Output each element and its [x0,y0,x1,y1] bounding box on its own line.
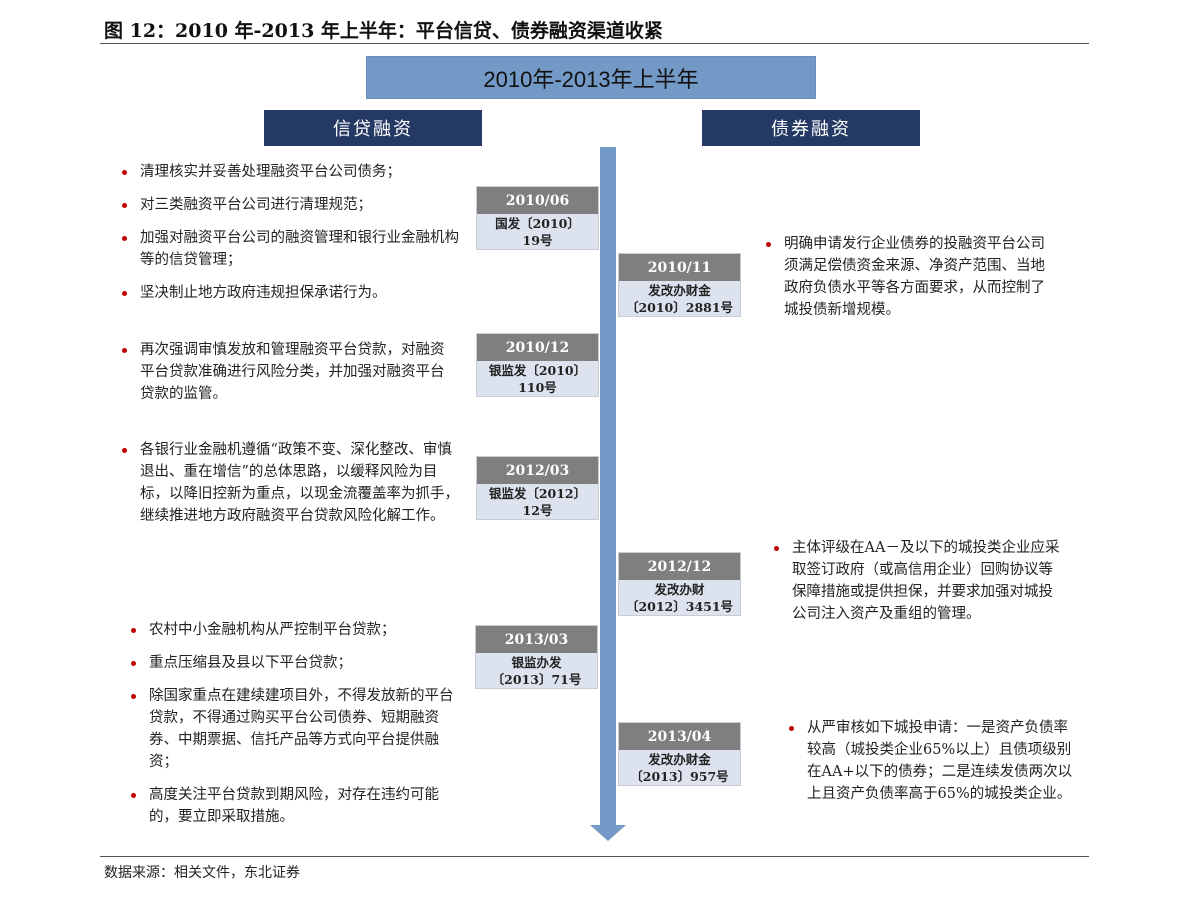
policy-item: 从严审核如下城投申请：一是资产负债率较高（城投类企业65%以上）且债项级别在AA… [789,717,1079,805]
policy-text-block: 主体评级在AA－及以下的城投类企业应采取签订政府（或高信用企业）回购协议等保障措… [774,537,1064,636]
timeline-box-2010-11: 2010/11 发改办财金〔2010〕2881号 [618,253,741,317]
credit-financing-header: 信贷融资 [264,110,482,146]
policy-item: 明确申请发行企业债券的投融资平台公司须满足偿债资金来源、净资产范围、当地政府负债… [766,233,1056,321]
box-date: 2012/12 [619,553,740,580]
figure-title: 图 12：2010 年-2013 年上半年：平台信贷、债券融资渠道收紧 [104,20,663,42]
policy-item: 除国家重点在建续建项目外，不得发放新的平台贷款，不得通过购买平台公司债券、短期融… [131,685,461,773]
timeline-box-2010-06: 2010/06 国发〔2010〕 19号 [476,186,599,250]
policy-item: 清理核实并妥善处理融资平台公司债务； [122,161,467,183]
timeline-box-2012-03: 2012/03 银监发〔2012〕 12号 [476,456,599,520]
source-note: 数据来源：相关文件，东北证券 [104,865,300,881]
doc-number: 国发〔2010〕 [495,216,580,231]
timeline-box-2013-04: 2013/04 发改办财金〔2013〕957号 [618,722,741,786]
bond-financing-header: 债券融资 [702,110,920,146]
policy-item: 对三类融资平台公司进行清理规范； [122,194,467,216]
doc-number: 银监发〔2010〕 [488,363,587,378]
box-date: 2010/12 [477,334,598,361]
doc-number: 发改办财金 [648,283,711,298]
doc-number: 12号 [522,503,553,518]
doc-number: 发改办财 [654,582,705,597]
policy-text-block: 明确申请发行企业债券的投融资平台公司须满足偿债资金来源、净资产范围、当地政府负债… [766,233,1056,332]
title-divider [100,43,1089,44]
footer-divider [100,856,1089,857]
policy-text-block: 再次强调审慎发放和管理融资平台贷款，对融资平台贷款准确进行风险分类，并加强对融资… [122,339,452,416]
timeline-box-2013-03: 2013/03 银监办发〔2013〕71号 [475,625,598,689]
policy-text-block: 各银行业金融机遵循“政策不变、深化整改、审慎退出、重在增信”的总体思路，以缓释风… [122,439,462,538]
doc-number: 〔2013〕957号 [630,769,729,784]
doc-number: 银监发〔2012〕 [488,486,587,501]
doc-number: 〔2013〕71号 [491,672,582,687]
policy-item: 加强对融资平台公司的融资管理和银行业金融机构等的信贷管理； [122,227,467,271]
timeline-box-2010-12: 2010/12 银监发〔2010〕 110号 [476,333,599,397]
doc-number: 发改办财金 [648,752,711,767]
doc-number: 〔2010〕2881号 [625,300,734,315]
doc-number: 110号 [518,380,557,395]
timeline-box-2012-12: 2012/12 发改办财〔2012〕3451号 [618,552,741,616]
policy-item: 再次强调审慎发放和管理融资平台贷款，对融资平台贷款准确进行风险分类，并加强对融资… [122,339,452,405]
main-header: 2010年-2013年上半年 [366,56,816,99]
policy-text-block: 农村中小金融机构从严控制平台贷款； 重点压缩县及县以下平台贷款； 除国家重点在建… [131,619,461,839]
policy-item: 农村中小金融机构从严控制平台贷款； [131,619,461,641]
policy-item: 各银行业金融机遵循“政策不变、深化整改、审慎退出、重在增信”的总体思路，以缓释风… [122,439,462,527]
doc-number: 19号 [522,233,553,248]
box-date: 2013/03 [476,626,597,653]
policy-item: 高度关注平台贷款到期风险，对存在违约可能的，要立即采取措施。 [131,784,461,828]
box-date: 2013/04 [619,723,740,750]
box-date: 2010/11 [619,254,740,281]
doc-number: 〔2012〕3451号 [625,599,734,614]
box-date: 2012/03 [477,457,598,484]
timeline-axis [600,147,616,827]
policy-item: 主体评级在AA－及以下的城投类企业应采取签订政府（或高信用企业）回购协议等保障措… [774,537,1064,625]
policy-text-block: 从严审核如下城投申请：一是资产负债率较高（城投类企业65%以上）且债项级别在AA… [789,717,1079,816]
policy-text-block: 清理核实并妥善处理融资平台公司债务； 对三类融资平台公司进行清理规范； 加强对融… [122,161,467,315]
policy-item: 坚决制止地方政府违规担保承诺行为。 [122,282,467,304]
policy-item: 重点压缩县及县以下平台贷款； [131,652,461,674]
box-date: 2010/06 [477,187,598,214]
timeline-arrow-icon [590,825,626,841]
doc-number: 银监办发 [511,655,562,670]
